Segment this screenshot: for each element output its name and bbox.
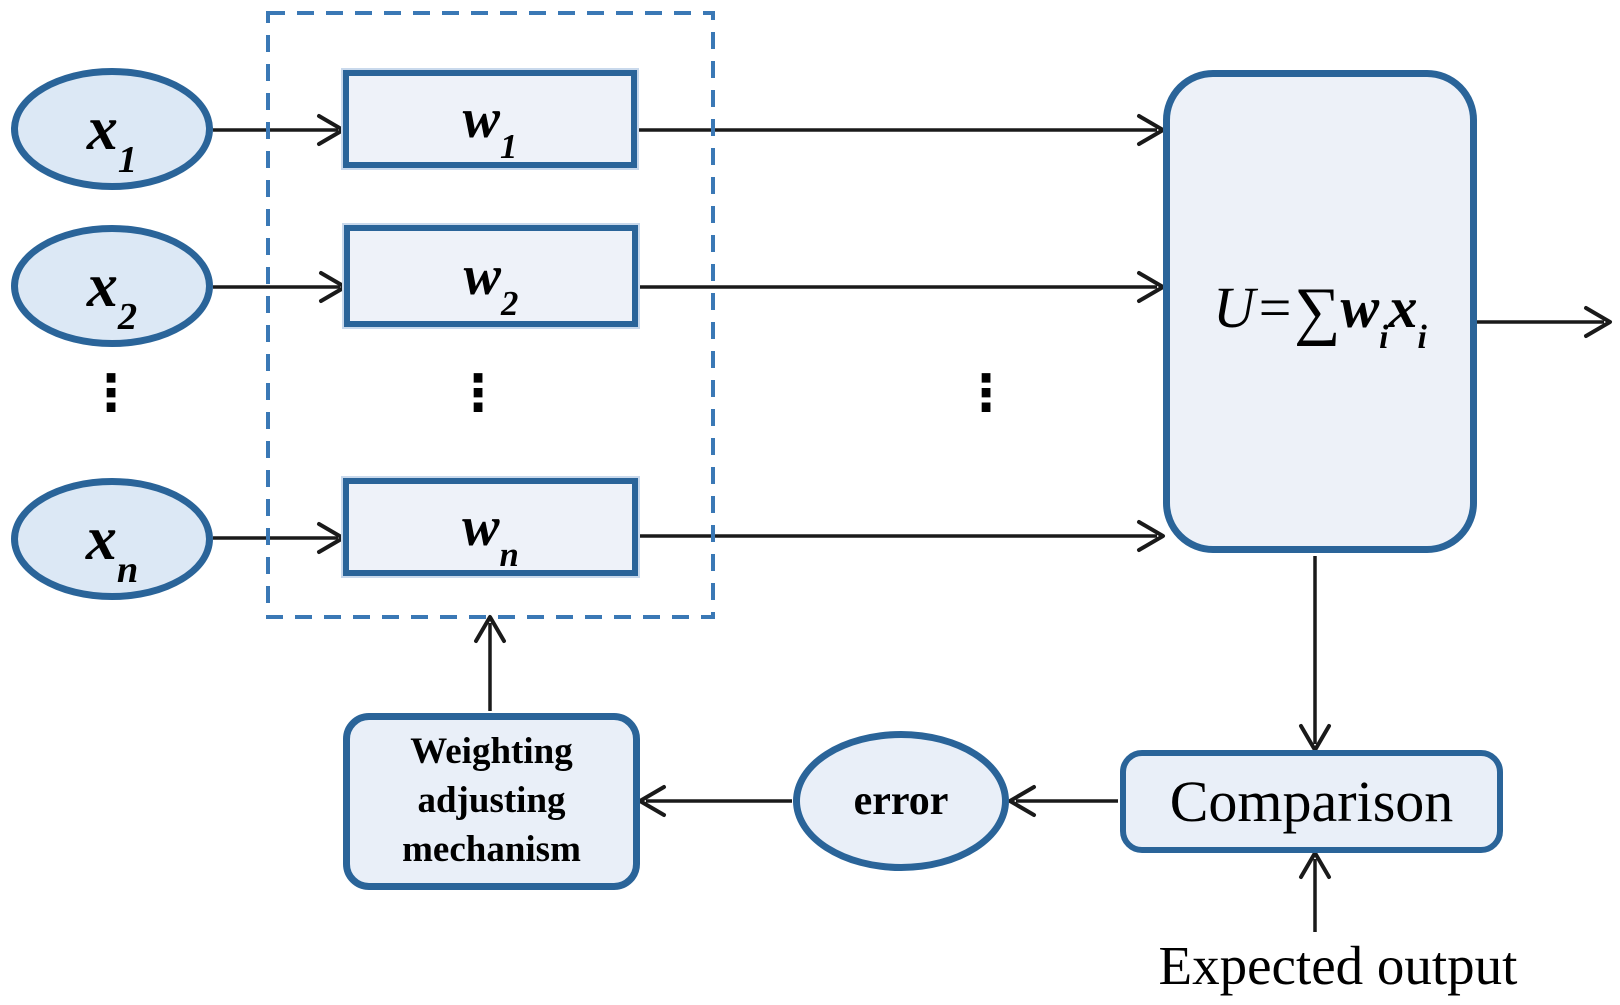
arrowhead-right	[1137, 520, 1165, 552]
input-ellipsis: ⋮	[86, 364, 136, 422]
arrowhead-up	[1299, 851, 1331, 879]
weight-label-w2: w2	[463, 245, 519, 323]
weight-label-w1: w1	[462, 88, 518, 166]
weight-box-wn: wn	[343, 478, 638, 576]
input-label-x1: x1	[86, 95, 138, 181]
input-label-xn: xn	[85, 505, 139, 591]
weighting-line-3: mechanism	[402, 828, 581, 870]
weight-box-w1: w1	[343, 70, 637, 168]
summation-unit: U=∑wixi	[1163, 70, 1477, 553]
input-node-x2: x2	[11, 225, 213, 347]
input-node-x1: x1	[11, 68, 213, 190]
weight-box-w2: w2	[344, 225, 638, 327]
weighting-line-1: Weighting	[410, 731, 573, 773]
summation-formula: U=∑wixi	[1213, 274, 1427, 356]
arrowhead-left	[1008, 785, 1036, 817]
arrowhead-left	[638, 785, 666, 817]
arrowhead-right	[1584, 306, 1612, 338]
signal-ellipsis: ⋮	[961, 364, 1011, 422]
arrowhead-up	[474, 615, 506, 643]
error-node: error	[793, 731, 1009, 871]
input-label-x2: x2	[86, 252, 138, 338]
input-node-xn: xn	[11, 478, 213, 600]
error-label: error	[853, 778, 949, 824]
weight-label-wn: wn	[462, 496, 519, 574]
expected-output-label: Expected output	[1158, 935, 1518, 996]
weighting-adjusting-mechanism-box: Weighting adjusting mechanism	[343, 713, 640, 890]
weighting-line-2: adjusting	[417, 780, 566, 822]
weight-ellipsis: ⋮	[453, 364, 503, 422]
comparison-label: Comparison	[1169, 769, 1454, 834]
comparison-box: Comparison	[1120, 750, 1503, 853]
